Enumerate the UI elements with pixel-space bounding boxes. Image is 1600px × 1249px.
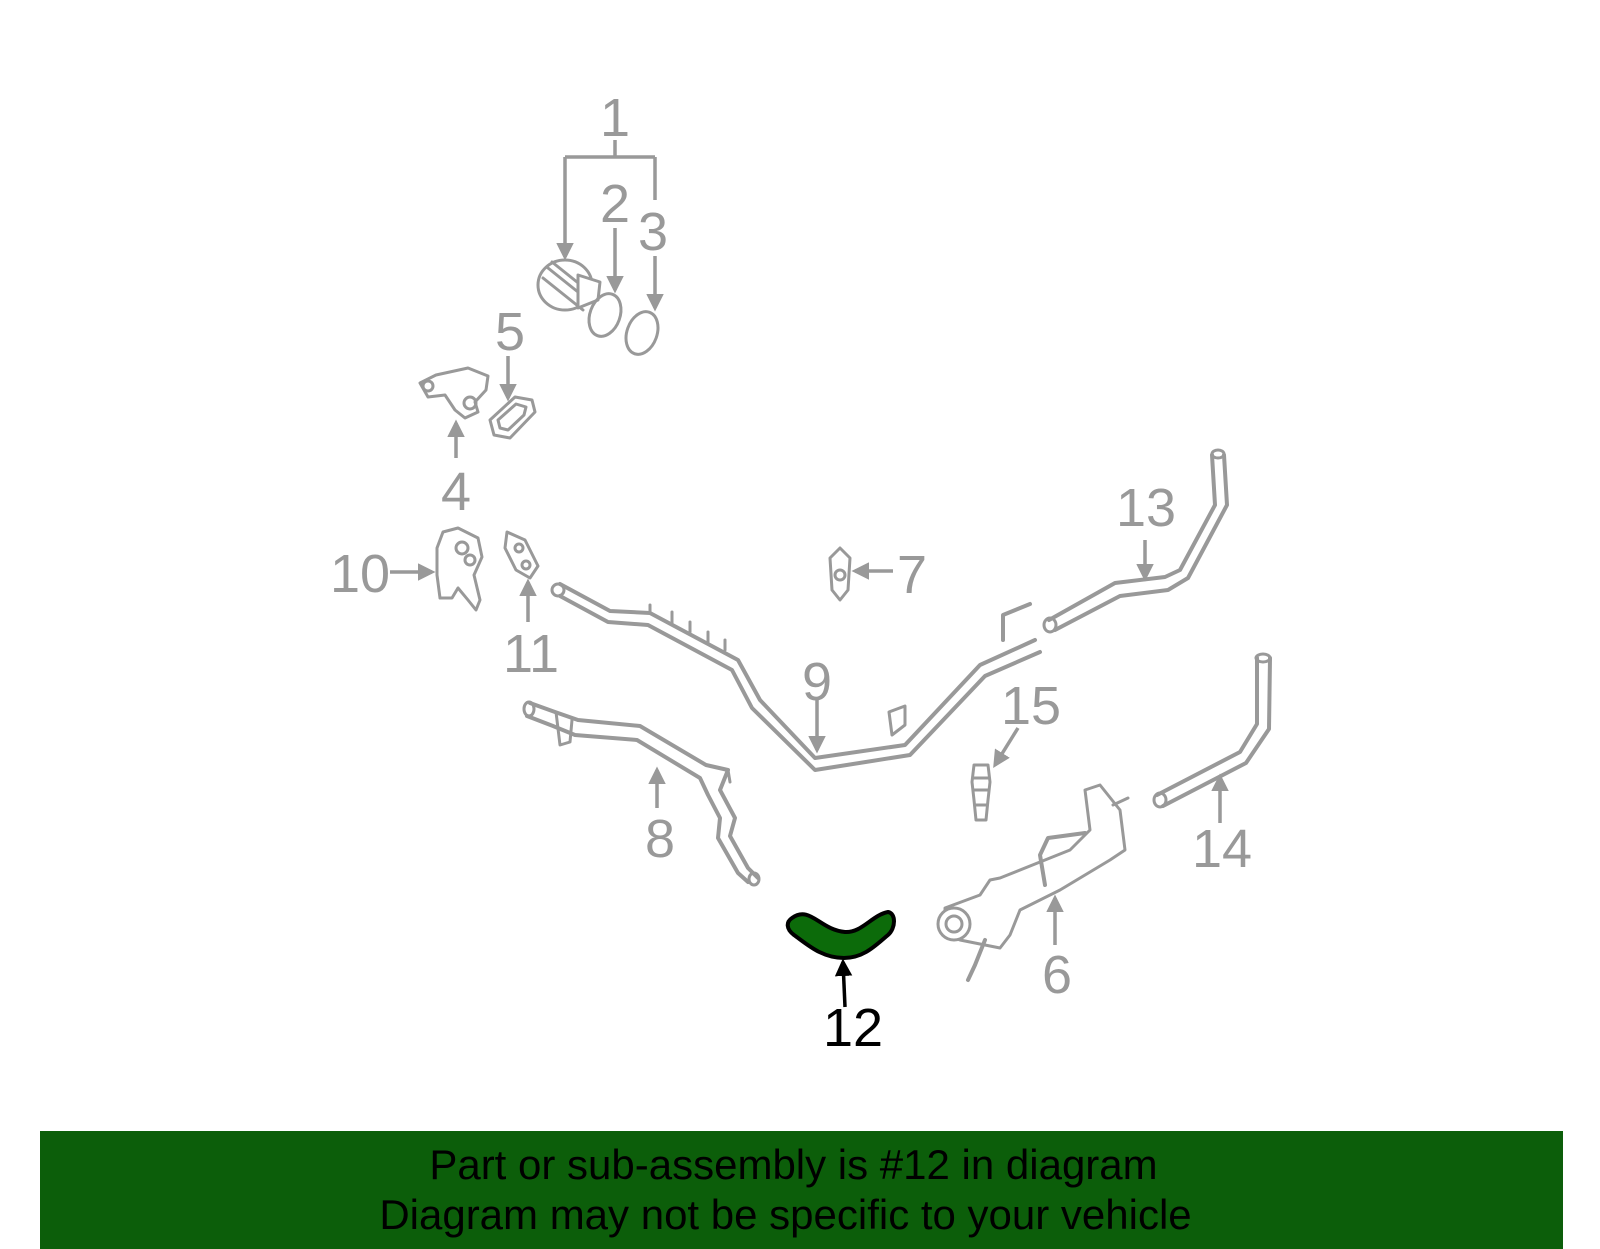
callout-10: 10 <box>330 544 390 604</box>
gasket-11-shape <box>503 530 540 580</box>
callout-3: 3 <box>638 202 668 262</box>
part-4-group[interactable]: 4 <box>418 366 490 522</box>
water-outlet-6-shape <box>943 783 1127 950</box>
part-12-group[interactable]: 12 <box>785 910 896 1058</box>
part-8-group[interactable]: 8 <box>522 700 761 887</box>
banner-line-1: Part or sub-assembly is #12 in diagram <box>429 1141 1158 1188</box>
callout-11: 11 <box>503 624 559 684</box>
part-1-group[interactable]: 1 <box>536 88 657 312</box>
part-13-group[interactable]: 13 <box>1042 448 1229 634</box>
hose-12-shape[interactable] <box>785 910 896 960</box>
part-11-group[interactable]: 11 <box>503 530 559 684</box>
part-5-group[interactable]: 5 <box>488 302 537 440</box>
callout-4: 4 <box>441 462 471 522</box>
part-9-group[interactable]: 9 <box>550 582 1042 772</box>
banner-line-2: Diagram may not be specific to your vehi… <box>379 1191 1192 1238</box>
callout-9: 9 <box>802 652 832 712</box>
pipe-9-shape <box>558 582 1037 760</box>
callout-1: 1 <box>600 88 630 148</box>
o-ring-2-shape <box>587 292 623 338</box>
o-ring-3-shape <box>624 310 660 356</box>
callout-6: 6 <box>1042 945 1072 1005</box>
bracket-4-shape <box>418 366 490 420</box>
hose-14-shape <box>1155 656 1259 797</box>
callout-5: 5 <box>495 302 525 362</box>
housing-10-shape <box>435 526 484 612</box>
part-3-group[interactable]: 3 <box>620 202 668 359</box>
callout-7: 7 <box>897 545 927 605</box>
part-14-group[interactable]: 14 <box>1152 652 1272 879</box>
info-banner: Part or sub-assembly is #12 in diagram D… <box>40 1131 1563 1249</box>
callout-14: 14 <box>1192 819 1252 879</box>
callout-2: 2 <box>600 174 630 234</box>
part-7-group[interactable]: 7 <box>828 545 927 605</box>
callout-15: 15 <box>1001 676 1061 736</box>
callout-8: 8 <box>645 809 675 869</box>
part-10-group[interactable]: 10 <box>330 526 484 612</box>
callout-13: 13 <box>1116 478 1176 538</box>
sensor-15-shape <box>970 763 992 822</box>
part-2-group[interactable]: 2 <box>583 174 630 341</box>
gasket-7-shape <box>828 546 852 602</box>
part-15-group[interactable]: 15 <box>970 676 1061 822</box>
callout-12: 12 <box>823 998 883 1058</box>
gasket-5-shape <box>488 395 537 440</box>
hose-13-shape <box>1047 453 1217 622</box>
thermostat-housing-shape <box>536 258 602 312</box>
part-6-group[interactable]: 6 <box>936 783 1130 1005</box>
